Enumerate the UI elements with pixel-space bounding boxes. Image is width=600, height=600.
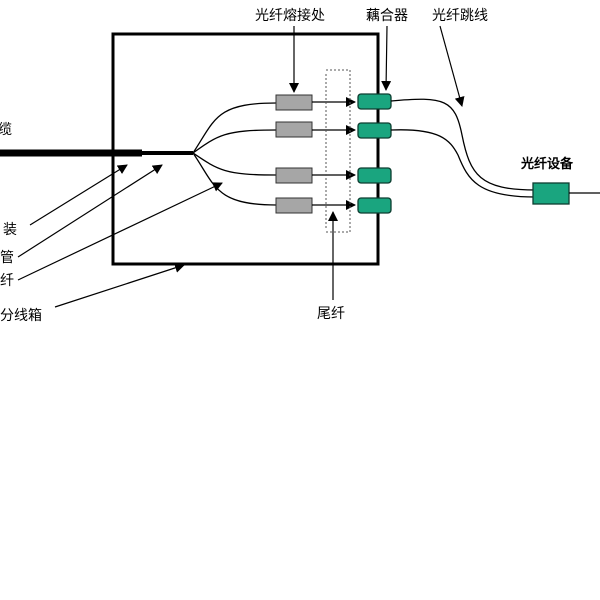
armor-arrow — [29, 164, 128, 226]
pigtail-label: 尾纤 — [317, 306, 345, 322]
fiber-equipment-label: 光纤设备 — [520, 156, 574, 172]
splice-point — [275, 167, 313, 184]
distribution-box — [111, 32, 380, 266]
distribution-box-label: 分线箱 — [0, 308, 42, 324]
coupler — [357, 122, 392, 139]
splice-point — [275, 121, 313, 138]
tube-label: 管 — [0, 250, 14, 266]
fiber-splice-label: 光纤熔接处 — [255, 7, 325, 24]
coupler-label: 藕合器 — [366, 8, 408, 24]
fiber-2 — [192, 129, 277, 154]
fiber-label: 纤 — [0, 273, 14, 289]
coupler — [357, 93, 392, 110]
patch-cord-label: 光纤跳线 — [432, 8, 488, 24]
armor-label: 装 — [3, 222, 17, 238]
fiber-equipment — [532, 182, 570, 205]
coupler-arrow — [381, 25, 392, 91]
box-arrow — [54, 263, 185, 308]
fiber-3 — [192, 152, 277, 176]
coupler — [357, 197, 392, 214]
patch-cord — [390, 129, 536, 198]
patch-cord — [390, 98, 536, 191]
patch-cord-arrow — [439, 25, 465, 107]
fiber-arrow — [17, 182, 223, 281]
pigtail-bracket — [326, 69, 351, 233]
tube-arrow — [17, 164, 163, 258]
cable-label: 缆 — [0, 122, 12, 138]
coupler — [357, 167, 392, 184]
splice-point — [275, 94, 313, 111]
fiber-1 — [192, 102, 277, 154]
splice-point — [275, 197, 313, 214]
